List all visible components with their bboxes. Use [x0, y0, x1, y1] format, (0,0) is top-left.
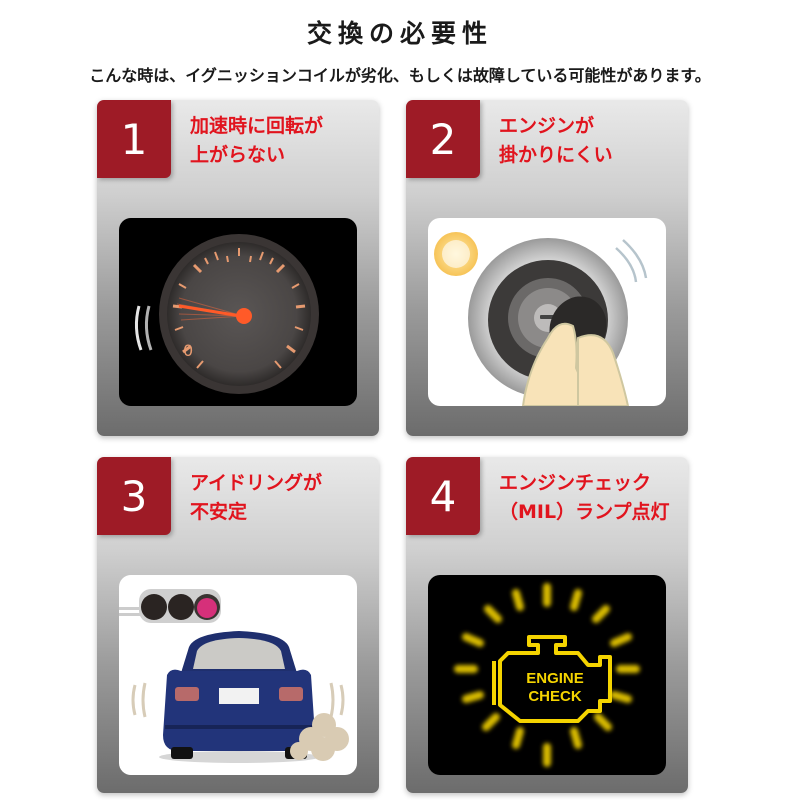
symptom-heading: アイドリングが 不安定 — [190, 469, 375, 527]
svg-text:ENGINE: ENGINE — [526, 670, 584, 687]
heading-line: 加速時に回転が — [190, 115, 324, 137]
engine-check-lamp-icon: ENGINE CHECK — [428, 575, 666, 775]
ignition-key-icon — [428, 218, 666, 406]
svg-text:CHECK: CHECK — [528, 688, 582, 705]
symptom-heading: エンジンが 掛かりにくい — [499, 112, 684, 170]
tachometer-icon: 0 — [119, 218, 357, 406]
heading-line: エンジンチェック — [499, 472, 652, 494]
page-title: 交換の必要性 — [306, 19, 493, 48]
heading-line: 掛かりにくい — [499, 144, 613, 166]
number-badge: 2 — [406, 100, 480, 178]
heading-line: エンジンが — [499, 115, 595, 137]
heading-line: アイドリングが — [190, 472, 323, 494]
heading-line: 上がらない — [190, 144, 286, 166]
heading-line: （MIL）ランプ点灯 — [499, 501, 670, 523]
symptom-card-4: 4 エンジンチェック （MIL）ランプ点灯 — [406, 457, 688, 793]
heading-line: 不安定 — [190, 501, 248, 523]
symptom-heading: 加速時に回転が 上がらない — [190, 112, 375, 170]
shaking-car-at-red-light-icon — [119, 575, 357, 775]
symptom-card-1: 1 加速時に回転が 上がらない — [97, 100, 379, 436]
page-subtitle: こんな時は、イグニッションコイルが劣化、もしくは故障している可能性があります。 — [89, 66, 711, 85]
number-badge: 3 — [97, 457, 171, 535]
number-badge: 1 — [97, 100, 171, 178]
symptom-heading: エンジンチェック （MIL）ランプ点灯 — [499, 469, 684, 527]
svg-text:0: 0 — [183, 341, 193, 360]
number-badge: 4 — [406, 457, 480, 535]
symptom-card-3: 3 アイドリングが 不安定 — [97, 457, 379, 793]
symptom-card-2: 2 エンジンが 掛かりにくい — [406, 100, 688, 436]
